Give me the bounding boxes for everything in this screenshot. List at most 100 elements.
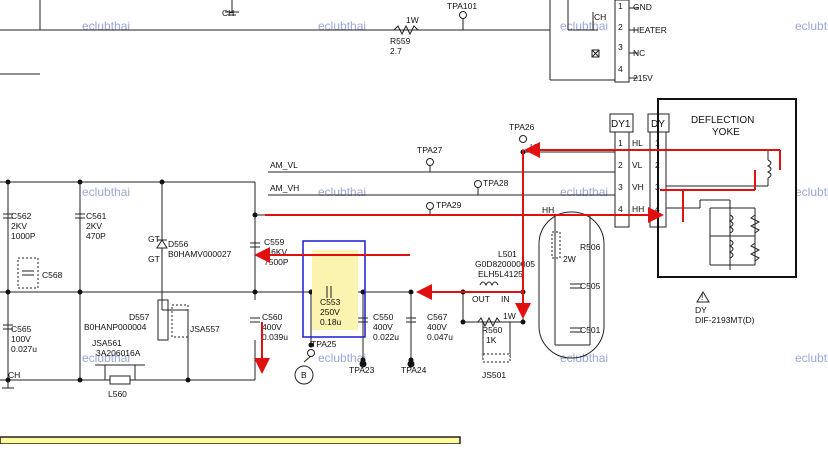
c567-rating: 400V bbox=[427, 322, 447, 332]
watermark: eclubthai bbox=[318, 185, 366, 199]
js501-label: JS501 bbox=[482, 370, 506, 380]
watermark: eclubthai bbox=[82, 185, 130, 199]
r506-label: R506 bbox=[580, 242, 601, 252]
connector-label-heater: HEATER bbox=[633, 25, 667, 35]
dy-pin-vl: VL bbox=[632, 160, 643, 170]
watermark: eclubthai bbox=[318, 19, 366, 33]
tpa101: TPA101 bbox=[447, 1, 477, 19]
c553-value: 0.18u bbox=[320, 317, 342, 327]
c561-name: C561 bbox=[86, 211, 107, 221]
out-label: OUT bbox=[472, 294, 490, 304]
c565-rating: 100V bbox=[11, 334, 31, 344]
deflection-yoke: DEFLECTION YOKE bbox=[657, 98, 797, 278]
c550-capacitor: C550 400V 0.022u bbox=[358, 312, 399, 342]
c567-capacitor: C567 400V 0.047u bbox=[406, 312, 453, 342]
jsa561-name: JSA561 bbox=[92, 338, 122, 348]
tpa29-label: TPA29 bbox=[436, 200, 462, 210]
watermark: eclubthai bbox=[795, 185, 828, 199]
tpa101-label: TPA101 bbox=[447, 1, 477, 11]
dy-pin-hl: HL bbox=[632, 138, 643, 148]
r559-value: 2.7 bbox=[390, 46, 402, 56]
c567-value: 0.047u bbox=[427, 332, 453, 342]
jsa557-label: JSA557 bbox=[190, 324, 220, 334]
d557-name: D557 bbox=[129, 312, 150, 322]
dy-pin-hh: HH bbox=[632, 204, 644, 214]
c560-name: C560 bbox=[262, 312, 283, 322]
connector-label-215v: 215V bbox=[633, 73, 653, 83]
c562-rating: 2KV bbox=[11, 221, 27, 231]
hh-label: HH bbox=[542, 205, 554, 215]
tpa28-label: TPA28 bbox=[483, 178, 509, 188]
c550-value: 0.022u bbox=[373, 332, 399, 342]
c559-rating: 1.6KV bbox=[264, 247, 287, 257]
gt-label: GT bbox=[148, 234, 160, 244]
c559-name: C559 bbox=[264, 237, 285, 247]
d557-part: B0HANP000004 bbox=[84, 322, 147, 332]
dy1-pin: 1 bbox=[618, 138, 623, 148]
ground-symbol: CH bbox=[2, 370, 20, 389]
c565-value: 0.027u bbox=[11, 344, 37, 354]
c550-name: C550 bbox=[373, 312, 394, 322]
connector-pin: 3 bbox=[618, 42, 623, 52]
am-vh-label: AM_VH bbox=[270, 183, 299, 193]
connector-pin: 2 bbox=[618, 22, 623, 32]
r560-name: R560 bbox=[482, 325, 503, 335]
dy1-label: DY1 bbox=[611, 119, 631, 130]
jsa561-jumper: JSA561 3A206016A L560 bbox=[92, 338, 141, 399]
r559-resistor: R559 2.7 1W bbox=[390, 15, 419, 56]
c559-value: 7500P bbox=[264, 257, 289, 267]
l501-inductor: L501 G0D820000005 ELH5L4125 OUT IN bbox=[472, 249, 535, 304]
connector-pin: 1 bbox=[618, 1, 623, 11]
c567-name: C567 bbox=[427, 312, 448, 322]
c561-capacitor: C561 2KV 470P bbox=[75, 211, 107, 241]
in-label: IN bbox=[501, 294, 510, 304]
connector-pin: 4 bbox=[618, 64, 623, 74]
am-vl-label: AM_VL bbox=[270, 160, 298, 170]
tpa27-label: TPA27 bbox=[417, 145, 443, 155]
note-strip bbox=[0, 436, 461, 445]
dy-part-label: ! DY DIF-2193MT(D) bbox=[695, 291, 755, 325]
c505-label: C505 bbox=[580, 281, 601, 291]
watermark: eclubthai bbox=[318, 351, 366, 365]
c561-value: 470P bbox=[86, 231, 106, 241]
jsa561-part: 3A206016A bbox=[96, 348, 141, 358]
tpa23-label: TPA23 bbox=[349, 365, 375, 375]
d556-name: D556 bbox=[168, 239, 189, 249]
connector-label-nc: NC bbox=[633, 48, 645, 58]
c562-value: 1000P bbox=[11, 231, 36, 241]
dy1-pin: 4 bbox=[618, 204, 623, 214]
c560-capacitor: C560 400V 0.039u bbox=[250, 312, 288, 342]
current-flow-arrows bbox=[254, 142, 781, 374]
watermark: eclubthai bbox=[795, 19, 828, 33]
ch-bottom-label: CH bbox=[8, 370, 20, 380]
d556-part: B0HAMV000027 bbox=[168, 249, 232, 259]
gt-label: GT bbox=[148, 254, 160, 264]
c550-rating: 400V bbox=[373, 322, 393, 332]
c568-capacitor: C568 bbox=[17, 257, 63, 289]
dy-part-number: DIF-2193MT(D) bbox=[695, 315, 755, 325]
r559-watt: 1W bbox=[406, 15, 419, 25]
c501-label: C501 bbox=[580, 325, 601, 335]
c553-highlight: C553 250V 0.18u bbox=[302, 240, 366, 338]
dy1-pin: 2 bbox=[618, 160, 623, 170]
tpa24-label: TPA24 bbox=[401, 365, 427, 375]
tpa26-label: TPA26 bbox=[509, 122, 535, 132]
c559-capacitor: C559 1.6KV 7500P bbox=[250, 237, 289, 267]
l501-name: L501 bbox=[498, 249, 517, 259]
c560-rating: 400V bbox=[262, 322, 282, 332]
watermark: eclubthai bbox=[82, 351, 130, 365]
c568-name: C568 bbox=[42, 270, 63, 280]
r506-c505-c501-group: HH R506 2W C505 C501 bbox=[538, 205, 605, 359]
dy-part-name: DY bbox=[695, 305, 707, 315]
c561-rating: 2KV bbox=[86, 221, 102, 231]
c565-name: C565 bbox=[11, 324, 32, 334]
c562-name: C562 bbox=[11, 211, 32, 221]
yoke-title-line1: DEFLECTION bbox=[691, 115, 754, 126]
r560-watt: 1W bbox=[503, 311, 516, 321]
d556-diode: D556 B0HAMV000027 GT GT bbox=[148, 234, 232, 264]
l501-part: G0D820000005 bbox=[475, 259, 535, 269]
test-points: TPA26 TPA27 TPA28 TPA29 TPA25 TPA23 TPA2… bbox=[307, 122, 535, 375]
watermark: eclubthai bbox=[82, 19, 130, 33]
